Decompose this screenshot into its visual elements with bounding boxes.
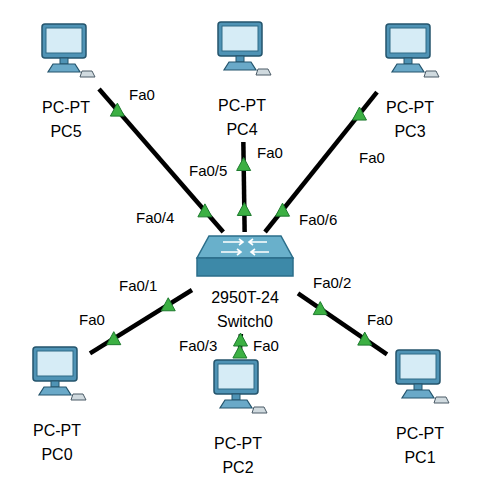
pc-icon	[27, 345, 87, 403]
link-light	[276, 203, 290, 216]
device-name: Switch0	[192, 310, 298, 334]
device-model: 2950T-24	[192, 282, 298, 310]
link-light	[198, 204, 212, 217]
link-light	[237, 203, 251, 216]
pc-device: PC-PTPC2	[205, 358, 271, 480]
port-label: Fa0	[366, 312, 394, 328]
device-name: PC2	[205, 456, 271, 480]
port-label: Fa0	[128, 87, 156, 103]
ethernet-link	[99, 89, 223, 232]
link-light	[234, 333, 248, 346]
port-label: Fa0	[252, 338, 280, 354]
link-light	[110, 103, 124, 116]
pc-icon	[390, 348, 450, 406]
port-label: Fa0	[256, 145, 284, 161]
device-model: PC-PT	[24, 403, 90, 443]
device-name: PC1	[387, 446, 453, 470]
port-label: Fa0/4	[135, 210, 175, 226]
port-label: Fa0/6	[298, 212, 338, 228]
pc-icon	[212, 20, 272, 78]
device-model: PC-PT	[209, 78, 275, 118]
port-label: Fa0/3	[178, 338, 218, 354]
port-label: Fa0/1	[118, 278, 158, 294]
device-name: PC4	[209, 118, 275, 142]
link-light	[161, 298, 175, 311]
port-label: Fa0/2	[312, 275, 352, 291]
ethernet-link	[243, 142, 244, 232]
link-light	[358, 332, 372, 345]
port-label: Fa0/5	[188, 163, 228, 179]
pc-device: PC-PTPC0	[24, 345, 90, 467]
link-light	[352, 107, 366, 120]
link-group	[90, 89, 387, 358]
port-label: Fa0	[78, 312, 106, 328]
switch-device: 2950T-24Switch0	[192, 232, 298, 334]
pc-device: PC-PTPC1	[387, 348, 453, 470]
device-name: PC3	[377, 120, 443, 144]
link-light	[107, 332, 121, 345]
pc-icon	[208, 358, 268, 416]
link-light	[233, 345, 247, 358]
pc-device: PC-PTPC3	[377, 22, 443, 144]
device-model: PC-PT	[387, 406, 453, 446]
device-name: PC5	[33, 120, 99, 144]
pc-device: PC-PTPC4	[209, 20, 275, 142]
device-name: PC0	[24, 443, 90, 467]
device-model: PC-PT	[205, 416, 271, 456]
link-lights	[107, 103, 372, 358]
pc-icon	[36, 22, 96, 80]
pc-icon	[380, 22, 440, 80]
link-light	[313, 302, 327, 315]
device-model: PC-PT	[377, 80, 443, 120]
port-label: Fa0	[358, 150, 386, 166]
switch-icon	[195, 232, 295, 282]
link-light	[237, 158, 251, 171]
device-model: PC-PT	[33, 80, 99, 120]
pc-device: PC-PTPC5	[33, 22, 99, 144]
